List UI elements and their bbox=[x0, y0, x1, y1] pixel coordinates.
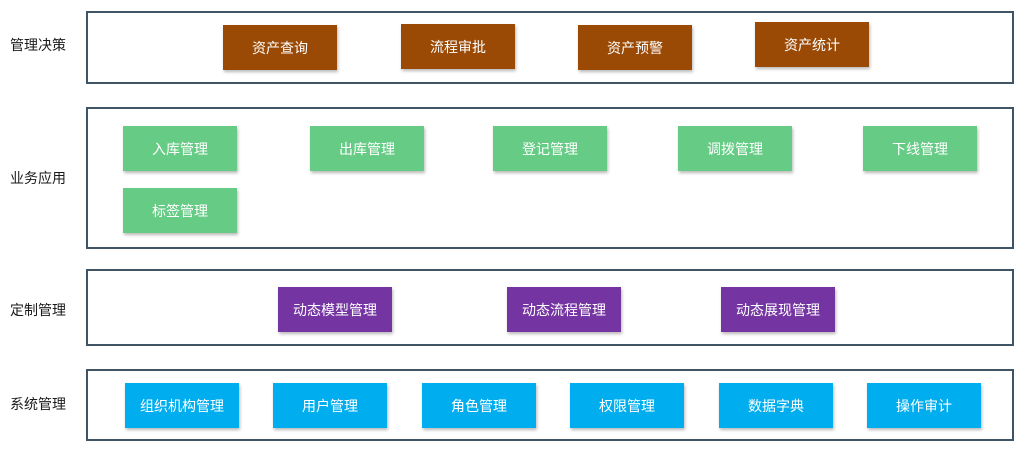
layer-business-panel: 入库管理 出库管理 登记管理 调拨管理 下线管理 标签管理 bbox=[86, 107, 1014, 249]
asset-warning-box[interactable]: 资产预警 bbox=[578, 25, 692, 70]
outbound-management-box[interactable]: 出库管理 bbox=[310, 126, 424, 171]
layer-label-custom: 定制管理 bbox=[10, 303, 66, 319]
permission-management-box[interactable]: 权限管理 bbox=[570, 383, 684, 428]
asset-statistics-box[interactable]: 资产统计 bbox=[755, 22, 869, 67]
layer-label-system: 系统管理 bbox=[10, 397, 66, 413]
user-management-box[interactable]: 用户管理 bbox=[273, 383, 387, 428]
layer-decision-panel: 资产查询 流程审批 资产预警 资产统计 bbox=[86, 11, 1014, 84]
org-structure-management-box[interactable]: 组织机构管理 bbox=[125, 383, 239, 428]
tag-management-box[interactable]: 标签管理 bbox=[123, 188, 237, 233]
layer-system-panel: 组织机构管理 用户管理 角色管理 权限管理 数据字典 操作审计 bbox=[86, 369, 1014, 441]
layer-custom-panel: 动态模型管理 动态流程管理 动态展现管理 bbox=[86, 269, 1014, 346]
layer-label-business: 业务应用 bbox=[10, 171, 66, 187]
inbound-management-box[interactable]: 入库管理 bbox=[123, 126, 237, 171]
process-approval-box[interactable]: 流程审批 bbox=[401, 24, 515, 69]
registration-management-box[interactable]: 登记管理 bbox=[493, 126, 607, 171]
offline-management-box[interactable]: 下线管理 bbox=[863, 126, 977, 171]
transfer-management-box[interactable]: 调拨管理 bbox=[678, 126, 792, 171]
data-dictionary-box[interactable]: 数据字典 bbox=[719, 383, 833, 428]
dynamic-model-management-box[interactable]: 动态模型管理 bbox=[278, 287, 392, 332]
role-management-box[interactable]: 角色管理 bbox=[422, 383, 536, 428]
layer-label-decision: 管理决策 bbox=[10, 38, 66, 54]
dynamic-display-management-box[interactable]: 动态展现管理 bbox=[721, 287, 835, 332]
asset-query-box[interactable]: 资产查询 bbox=[223, 25, 337, 70]
operation-audit-box[interactable]: 操作审计 bbox=[867, 383, 981, 428]
dynamic-process-management-box[interactable]: 动态流程管理 bbox=[507, 287, 621, 332]
